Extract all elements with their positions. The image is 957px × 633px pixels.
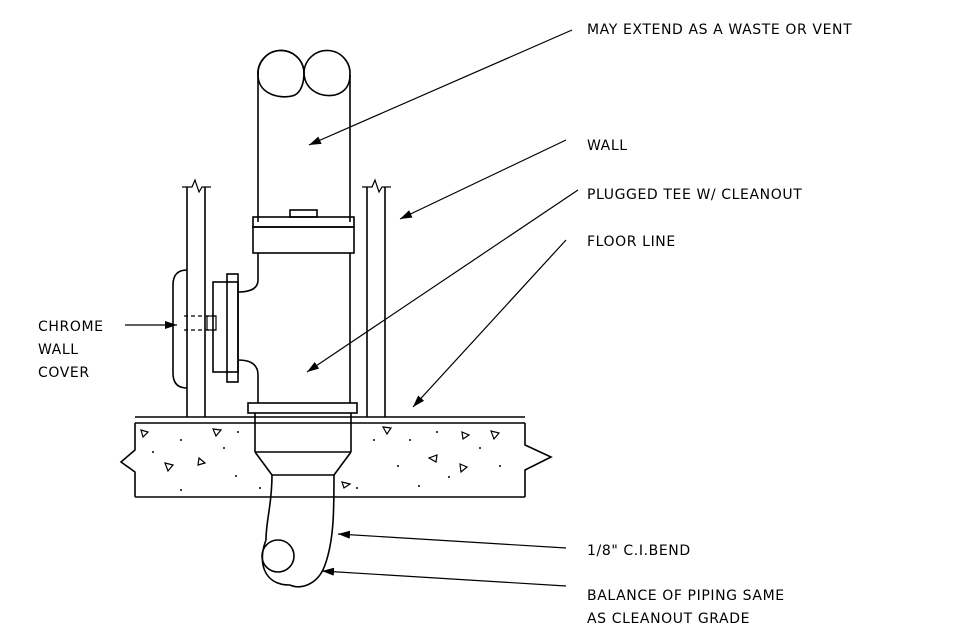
label-balance-line1: BALANCE OF PIPING SAME xyxy=(587,588,785,604)
pipe-hub xyxy=(252,209,355,254)
concrete-slab xyxy=(119,416,553,498)
label-bend: 1/8" C.I.BEND xyxy=(587,543,691,559)
wall-right xyxy=(362,178,391,417)
concrete-dots xyxy=(152,431,501,491)
chrome-wall-cover xyxy=(172,269,188,389)
label-floor-line: FLOOR LINE xyxy=(587,234,676,250)
label-balance-line2: AS CLEANOUT GRADE xyxy=(587,611,750,627)
cleanout-plug xyxy=(184,273,239,383)
wall-left xyxy=(182,178,211,417)
tee-body xyxy=(237,253,351,403)
label-chrome-cover: COVER xyxy=(38,365,90,381)
leader-lines xyxy=(125,29,579,587)
label-plugged-tee: PLUGGED TEE W/ CLEANOUT xyxy=(587,187,802,203)
cast-iron-bend xyxy=(261,474,335,588)
label-chrome-wall: WALL xyxy=(38,342,79,358)
label-wall: WALL xyxy=(587,138,628,154)
label-chrome: CHROME xyxy=(38,319,104,335)
concrete-aggregate xyxy=(140,426,501,489)
vent-pipe xyxy=(257,49,351,222)
floor-reducer xyxy=(247,402,358,476)
label-may-extend: MAY EXTEND AS A WASTE OR VENT xyxy=(587,22,852,38)
